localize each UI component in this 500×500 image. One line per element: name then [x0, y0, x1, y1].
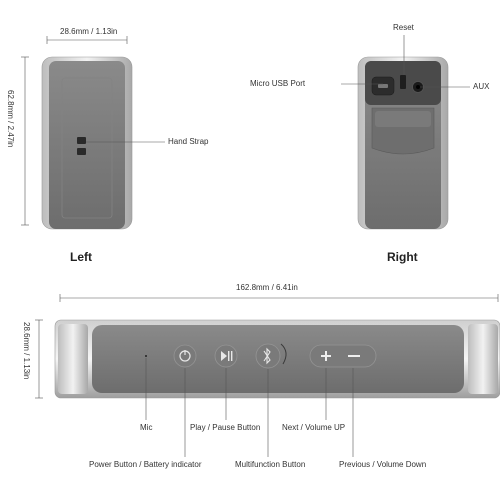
- power-label: Power Button / Battery indicator: [89, 460, 202, 469]
- hand-strap-label: Hand Strap: [168, 137, 209, 146]
- bluetooth-icon: [263, 347, 271, 365]
- mic-hole: [145, 355, 147, 357]
- left-view-dimension-lines: [21, 36, 128, 226]
- left-side-speaker: [41, 56, 133, 230]
- front-length-dimension: 162.8mm / 6.41in: [236, 283, 298, 292]
- right-side-speaker: [357, 56, 449, 230]
- reset-label: Reset: [393, 23, 414, 32]
- strap-slot-top: [77, 137, 86, 144]
- right-view-leaders: [341, 35, 470, 88]
- multifunction-label: Multifunction Button: [235, 460, 306, 469]
- play-pause-label: Play / Pause Button: [190, 423, 261, 432]
- reset-hole: [400, 75, 406, 89]
- front-height-dimension: 28.6mm / 1.13in: [22, 322, 31, 380]
- left-height-dimension: 62.8mm / 2.47in: [6, 90, 15, 148]
- strap-slot-bottom: [77, 148, 86, 155]
- power-button[interactable]: [173, 344, 197, 368]
- next-volume-up-label: Next / Volume UP: [282, 423, 346, 432]
- front-view-dimension-lines: [35, 294, 499, 399]
- volume-buttons[interactable]: [309, 344, 377, 368]
- mic-label: Mic: [140, 423, 153, 432]
- play-pause-button[interactable]: [214, 344, 238, 368]
- multifunction-button[interactable]: [255, 343, 287, 369]
- right-view-title: Right: [387, 250, 418, 264]
- previous-volume-down-label: Previous / Volume Down: [339, 460, 427, 469]
- left-view-title: Left: [70, 250, 92, 264]
- micro-usb-label: Micro USB Port: [250, 79, 306, 88]
- front-view-leaders: [145, 358, 354, 457]
- left-width-dimension: 28.6mm / 1.13in: [60, 27, 118, 36]
- press-hint-arc: [280, 343, 287, 365]
- aux-label: AUX: [473, 82, 490, 91]
